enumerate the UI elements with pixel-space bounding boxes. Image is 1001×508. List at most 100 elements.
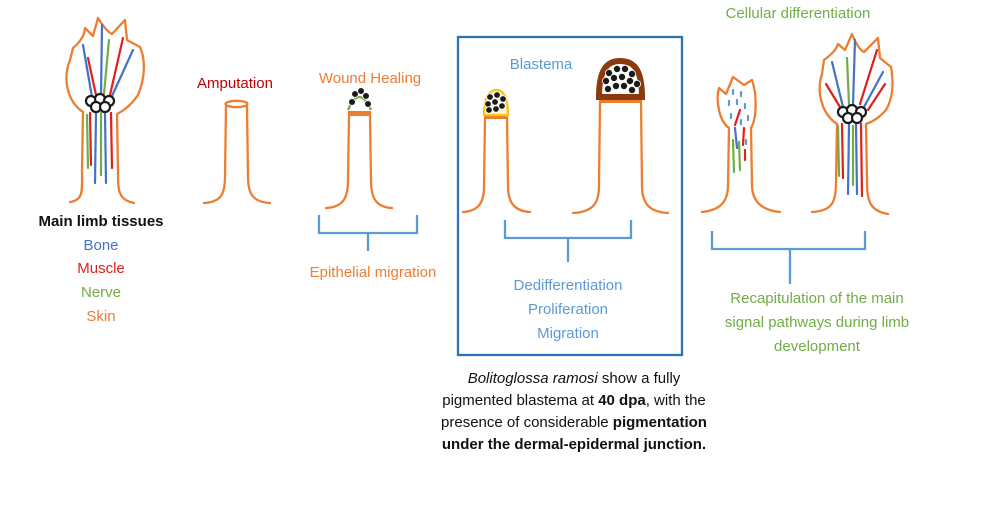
- bone-line: [854, 122, 859, 196]
- wound-healing-label: Wound Healing: [319, 70, 421, 87]
- bone-line: [99, 23, 104, 98]
- proliferation-label: Proliferation: [528, 301, 608, 318]
- differentiating-limb: [700, 75, 782, 214]
- legend-muscle: Muscle: [77, 260, 125, 277]
- wound-epithelium-band: [348, 111, 371, 116]
- cell: [850, 111, 864, 125]
- cell: [620, 82, 629, 91]
- amputated-stump: Amputation: [197, 75, 273, 205]
- cell: [626, 77, 635, 86]
- blastema-process-bracket: Dedifferentiation Proliferation Migratio…: [503, 220, 633, 342]
- bone-line: [862, 70, 885, 109]
- cell: [605, 69, 614, 78]
- blastema-highlight-box: [456, 35, 684, 357]
- legend-nerve: Nerve: [81, 284, 121, 301]
- early-blastema-outline: [461, 116, 532, 214]
- early-blastema-limb: [461, 88, 532, 214]
- cell: [362, 92, 370, 100]
- cell: [628, 86, 637, 95]
- bone-line: [733, 126, 739, 150]
- limb-tissue-lines: [81, 23, 135, 185]
- cell: [612, 82, 621, 91]
- cell: [618, 73, 627, 82]
- cell: [610, 74, 619, 83]
- nerve-line: [737, 140, 742, 172]
- wound-limb-outline: [324, 113, 394, 210]
- cell: [628, 70, 637, 79]
- pigmented-blastema-cells: [602, 65, 642, 95]
- migration-label: Migration: [537, 325, 599, 342]
- cell: [348, 98, 356, 106]
- muscle-line: [824, 82, 842, 109]
- blastema-caption: Bolitoglossa ramosi show a fully pigment…: [440, 368, 708, 456]
- muscle-line: [858, 48, 879, 106]
- bone-line: [846, 122, 851, 196]
- muscle-line: [88, 111, 93, 167]
- cell: [98, 100, 112, 114]
- nerve-line: [85, 113, 90, 170]
- caption-text-2: , with the presence of considerable: [441, 392, 706, 431]
- bone-line: [103, 111, 108, 185]
- cell: [364, 100, 372, 108]
- regenerated-tissue-lines: [824, 38, 887, 198]
- blastema-label: Blastema: [510, 56, 573, 73]
- caption-pigmentation: pigmentation under the dermal-epidermal …: [441, 414, 707, 453]
- muscle-line: [733, 108, 742, 127]
- brace: [503, 220, 633, 262]
- cell: [493, 91, 501, 99]
- regenerated-limb: [810, 32, 894, 216]
- recapitulation-line-3: development: [774, 338, 861, 355]
- cell: [498, 102, 506, 110]
- wound-cells: [348, 87, 372, 108]
- dedifferentiation-label: Dedifferentiation: [514, 277, 623, 294]
- regenerated-limb-outline: [810, 32, 894, 216]
- cell: [491, 98, 499, 106]
- amputation-label: Amputation: [197, 75, 273, 92]
- cell: [602, 77, 611, 86]
- muscle-line: [108, 36, 125, 97]
- species-name: Bolitoglossa ramosi: [467, 370, 598, 387]
- recapitulation-bracket: Recapitulation of the main signal pathwa…: [710, 231, 909, 355]
- pigmented-limb-outline: [571, 100, 670, 215]
- differentiating-limb-outline: [700, 75, 782, 214]
- nerve-line: [836, 124, 841, 178]
- bone-line: [110, 48, 135, 98]
- wound-healing-limb: Wound Healing: [319, 70, 421, 210]
- cell: [621, 65, 630, 74]
- brace: [317, 215, 419, 251]
- bone-line: [93, 111, 98, 185]
- recapitulation-line-2: signal pathways during limb: [725, 314, 909, 331]
- limb-skin-outline: [65, 16, 146, 205]
- differentiating-tissues: [731, 108, 747, 174]
- recapitulation-line-1: Recapitulation of the main: [730, 290, 903, 307]
- nerve-line: [731, 138, 736, 174]
- cell: [485, 106, 493, 114]
- bone-line: [830, 60, 845, 109]
- regenerated-joint-cells: [836, 103, 868, 125]
- legend-title: Main limb tissues: [38, 213, 163, 230]
- brace: [710, 231, 867, 284]
- cell: [633, 80, 642, 89]
- muscle-line: [859, 122, 864, 198]
- epithelial-migration-bracket: Epithelial migration: [310, 215, 437, 281]
- epithelial-migration-label: Epithelial migration: [310, 264, 437, 281]
- muscle-line: [866, 82, 887, 112]
- bone-line: [851, 38, 857, 107]
- intact-limb: [65, 16, 146, 205]
- early-blastema-cells: [484, 91, 507, 114]
- cellular-differentiation-label: Cellular differentiation: [726, 5, 871, 22]
- bone-line: [81, 43, 94, 99]
- early-epithelium-band: [484, 114, 508, 119]
- cell: [604, 85, 613, 94]
- cell: [357, 87, 365, 95]
- differentiating-dashes: [727, 88, 750, 146]
- cell: [492, 105, 500, 113]
- stump-cut-surface: [224, 99, 249, 109]
- cell: [499, 95, 507, 103]
- muscle-line: [741, 126, 746, 147]
- muscle-line: [109, 111, 114, 170]
- caption-text-1: show a fully pigmented blastema at: [442, 370, 681, 409]
- nerve-line: [102, 38, 111, 96]
